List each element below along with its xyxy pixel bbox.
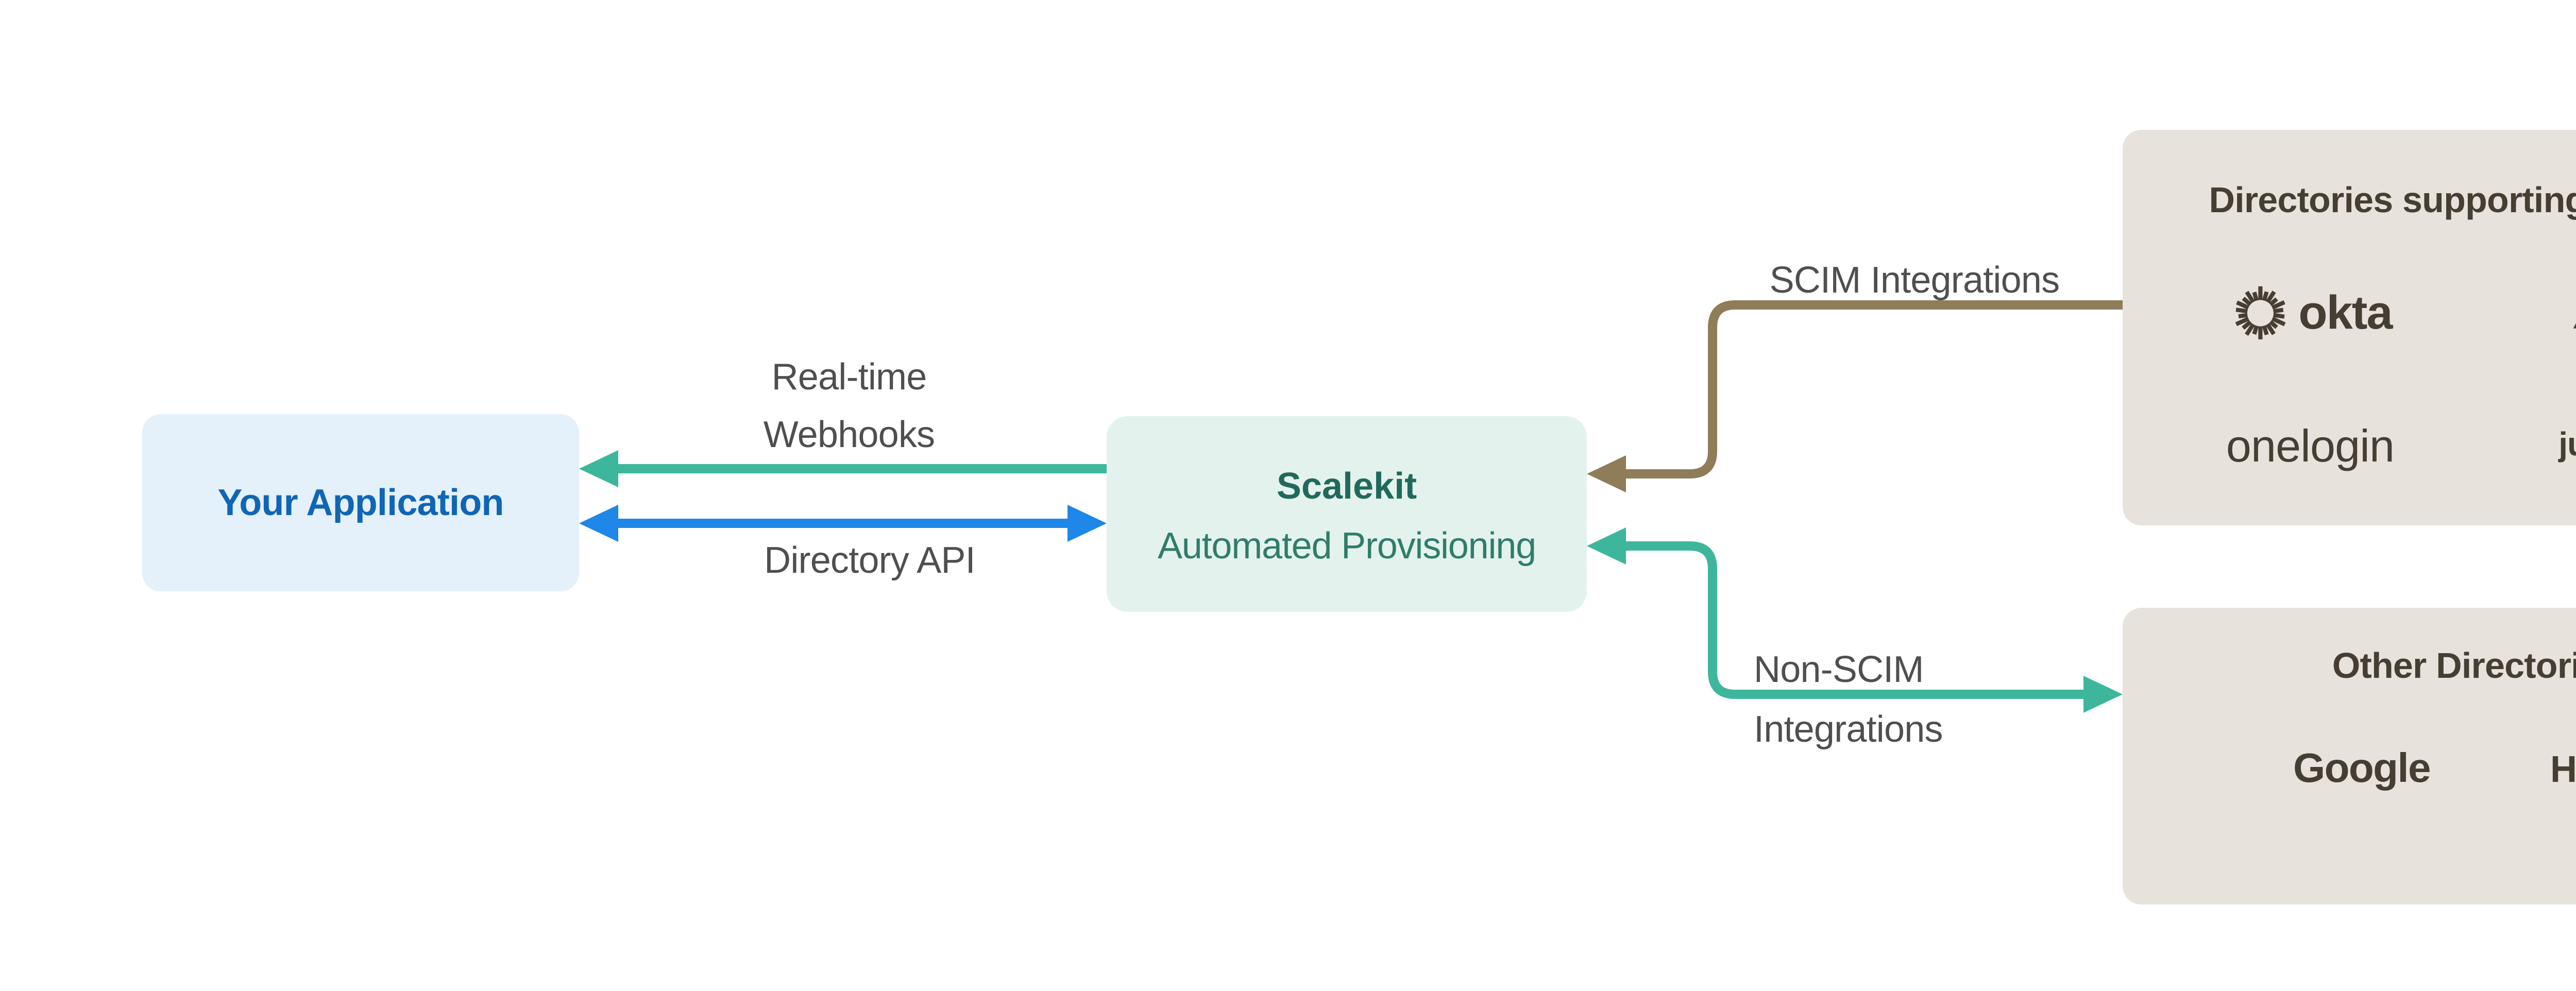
realtime-webhooks-label-line1: Real-time xyxy=(771,356,927,398)
scim-integrations-edge xyxy=(1624,300,2123,479)
non-scim-arrowhead-right xyxy=(2083,676,2123,713)
realtime-webhooks-label-line2: Webhooks xyxy=(763,414,935,455)
other-directories-node: Other Directories Google HRMS/HRIS xyxy=(2123,608,2576,904)
non-scim-label-line2: Integrations xyxy=(1754,709,1943,750)
google-logo: Google xyxy=(2293,747,2431,792)
scim-integrations-arrowhead xyxy=(1587,455,1626,492)
non-scim-integrations-label: Non-SCIM Integrations xyxy=(1754,641,2207,760)
realtime-webhooks-label: Real-time Webhooks xyxy=(643,348,1055,464)
azure-icon xyxy=(2573,323,2576,329)
directory-api-arrowhead-right xyxy=(1067,505,1107,542)
scim-directories-node: Directories supporting SCIM 2.0 okta Azu… xyxy=(2123,130,2576,525)
non-scim-arrowhead-left xyxy=(1587,527,1626,565)
jumpcloud-logo: jumpcloud ™ xyxy=(2558,429,2576,466)
hrms-hris-label: HRMS/HRIS xyxy=(2550,749,2576,790)
scim-directories-title: Directories supporting SCIM 2.0 xyxy=(2209,179,2576,220)
non-scim-label-line1: Non-SCIM xyxy=(1754,649,1924,690)
scalekit-node: Scalekit Automated Provisioning xyxy=(1107,416,1587,612)
other-directories-title: Other Directories xyxy=(2332,645,2576,686)
okta-logo: okta xyxy=(2232,285,2393,341)
scim-integrations-label: SCIM Integrations xyxy=(1769,260,2060,301)
your-application-label: Your Application xyxy=(217,481,504,522)
realtime-webhooks-arrowhead xyxy=(579,450,618,487)
azure-logo: Azure xyxy=(2570,284,2576,334)
onelogin-logo: onelogin xyxy=(2226,420,2395,472)
directory-api-label: Directory API xyxy=(764,540,976,581)
jumpcloud-wordmark: jumpcloud xyxy=(2558,429,2576,464)
okta-icon xyxy=(2235,286,2286,339)
scalekit-title: Scalekit xyxy=(1276,465,1417,506)
your-application-node: Your Application xyxy=(142,414,579,591)
non-scim-edge xyxy=(1624,541,2088,699)
directory-api-arrowhead-left xyxy=(579,505,618,542)
scalekit-subtitle: Automated Provisioning xyxy=(1157,524,1536,566)
okta-wordmark: okta xyxy=(2298,285,2393,339)
